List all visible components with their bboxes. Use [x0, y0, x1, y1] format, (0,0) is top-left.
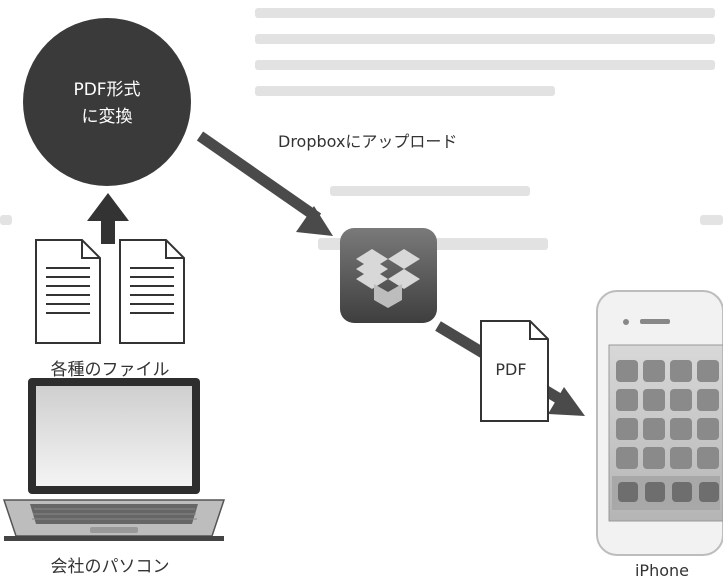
convert-circle	[23, 18, 191, 186]
laptop-icon	[2, 378, 226, 541]
iphone-icon	[596, 290, 723, 556]
pc-label: 会社のパソコン	[51, 557, 170, 577]
pdf-document-icon	[480, 320, 549, 422]
convert-title-line1: PDF形式	[73, 80, 140, 100]
document-icon	[35, 239, 101, 344]
convert-title-line2: に変換	[82, 107, 133, 127]
iphone-label: iPhone	[635, 561, 689, 580]
background-text	[0, 8, 723, 250]
document-icon	[119, 239, 185, 344]
upload-label: Dropboxにアップロード	[278, 132, 457, 151]
pdf-doc-label: PDF	[495, 360, 526, 379]
files-label: 各種のファイル	[51, 360, 170, 380]
arrow-icon	[196, 131, 333, 236]
dropbox-icon	[340, 228, 437, 323]
up-arrow-icon	[87, 193, 129, 244]
